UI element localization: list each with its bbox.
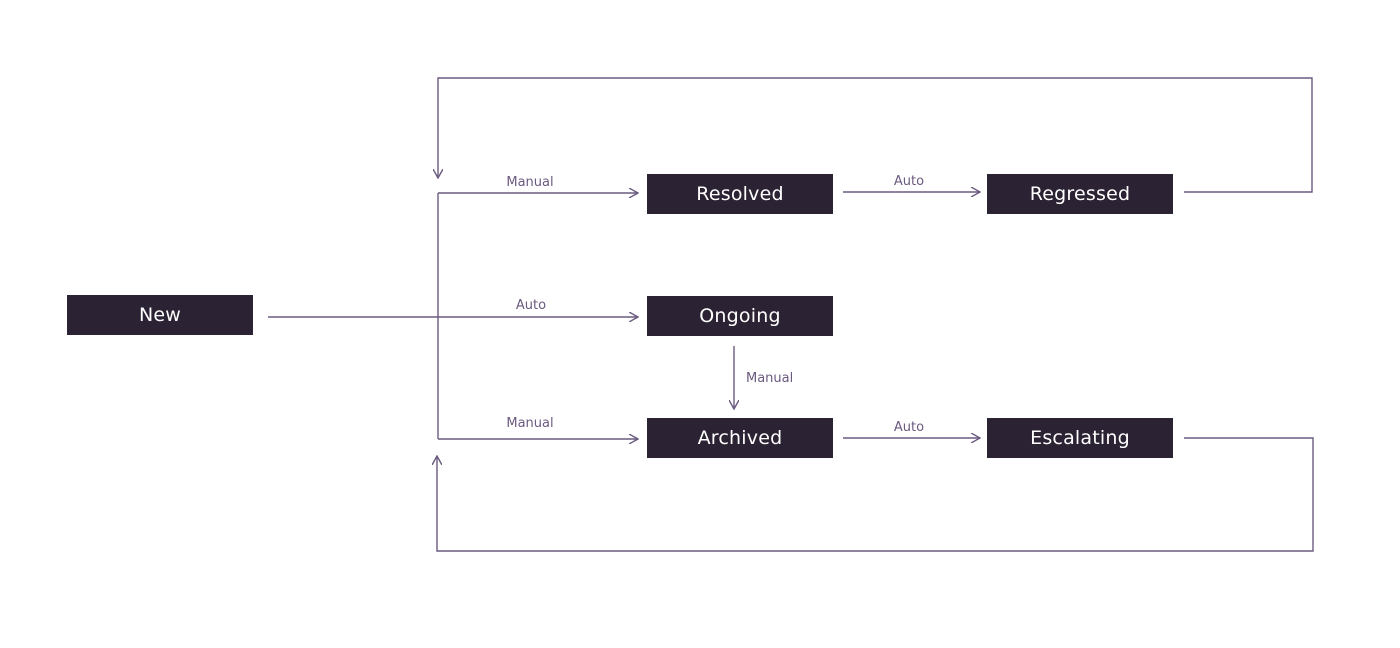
- label-new-to-ongoing: Auto: [516, 298, 546, 313]
- edge-escalating-loop: [437, 437, 1314, 552]
- label-ongoing-to-archived: Manual: [746, 371, 793, 386]
- label-new-to-archived: Manual: [506, 416, 553, 431]
- state-node-regressed: Regressed: [987, 174, 1173, 214]
- label-new-to-resolved: Manual: [506, 175, 553, 190]
- label-resolved-to-regressed: Auto: [894, 174, 924, 189]
- state-node-new: New: [67, 295, 253, 335]
- state-node-resolved: Resolved: [647, 174, 833, 214]
- state-node-archived: Archived: [647, 418, 833, 458]
- edge-regressed-loop: [438, 77, 1313, 193]
- state-node-escalating: Escalating: [987, 418, 1173, 458]
- state-node-ongoing: Ongoing: [647, 296, 833, 336]
- label-archived-to-escalating: Auto: [894, 420, 924, 435]
